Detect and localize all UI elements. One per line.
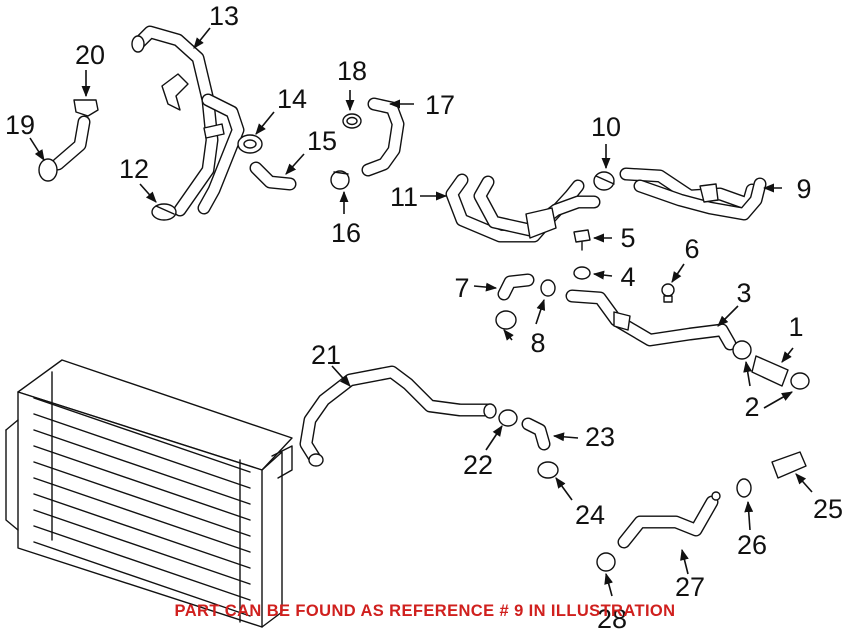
callout-3: 3 (736, 278, 751, 308)
part-11-hose-pair (445, 173, 601, 243)
radiator (5, 359, 293, 628)
part-4-washer (573, 266, 591, 280)
part-21-pipe (299, 365, 497, 467)
callout-28: 28 (597, 604, 627, 631)
part-6-bleeder (661, 283, 675, 303)
part-17-hose (361, 97, 405, 177)
part-27-pipe (617, 491, 721, 549)
part-28-clamp (596, 552, 616, 572)
callout-7: 7 (454, 273, 469, 303)
callout-17: 17 (425, 90, 455, 120)
part-13-hose-assembly (131, 25, 245, 217)
part-10-clamp (593, 171, 615, 191)
part-3-pipe (565, 289, 737, 351)
part-20-clamp (73, 99, 99, 117)
callout-labels: 1 2 3 4 5 6 7 8 9 10 11 12 13 14 15 16 1… (5, 1, 843, 631)
callout-9: 9 (796, 174, 811, 204)
leader-lines (29, 27, 813, 597)
callout-21: 21 (311, 340, 341, 370)
part-26-clamp (736, 478, 752, 498)
callout-18: 18 (337, 56, 367, 86)
callout-26: 26 (737, 530, 767, 560)
callout-23: 23 (585, 422, 615, 452)
callout-22: 22 (463, 450, 493, 480)
part-2-clamp (732, 340, 810, 390)
callout-20: 20 (75, 40, 105, 70)
part-18-oring (342, 113, 362, 129)
part-25-hose (771, 451, 807, 479)
part-23-elbow (521, 417, 551, 451)
part-9-hose (619, 167, 767, 221)
part-1-hose (751, 355, 789, 387)
callout-19: 19 (5, 110, 35, 140)
callout-6: 6 (684, 234, 699, 264)
part-7-elbow (497, 273, 535, 301)
callout-1: 1 (788, 312, 803, 342)
part-12-clamp (151, 203, 177, 221)
callout-13: 13 (209, 1, 239, 31)
callout-27: 27 (675, 572, 705, 602)
part-24-clamp (537, 461, 559, 479)
part-5-bolt (573, 229, 591, 251)
callout-14: 14 (277, 84, 307, 114)
callout-24: 24 (575, 500, 605, 530)
callout-25: 25 (813, 494, 843, 524)
callout-15: 15 (307, 126, 337, 156)
part-16-clamp (330, 170, 350, 190)
part-22-clamp (498, 409, 518, 427)
part-15-hose (249, 161, 297, 191)
part-14-clamp (237, 134, 263, 154)
callout-12: 12 (119, 154, 149, 184)
callout-5: 5 (620, 223, 635, 253)
callout-8: 8 (530, 328, 545, 358)
reference-note: PART CAN BE FOUND AS REFERENCE # 9 IN IL… (174, 602, 676, 620)
callout-2: 2 (744, 392, 759, 422)
callout-16: 16 (331, 218, 361, 248)
callout-4: 4 (620, 262, 635, 292)
callout-10: 10 (591, 112, 621, 142)
part-19-hose (38, 115, 91, 182)
callout-11: 11 (390, 182, 418, 212)
part-8-clamp (495, 279, 556, 330)
